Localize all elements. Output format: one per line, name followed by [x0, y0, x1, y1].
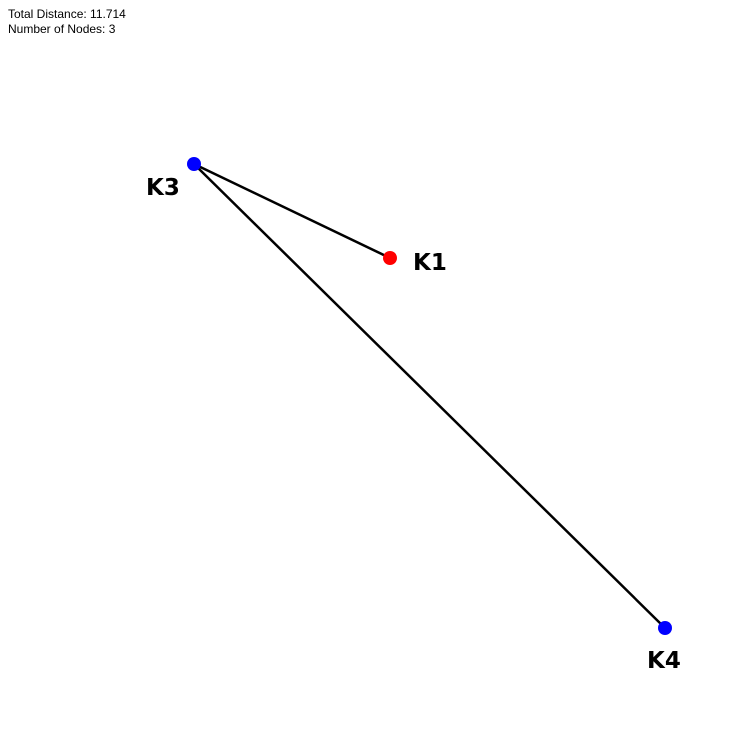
node-k1 [383, 251, 397, 265]
edge-k3-k1 [193, 162, 391, 260]
node-count-text: Number of Nodes: 3 [8, 22, 116, 36]
node-label-k1: K1 [413, 250, 447, 276]
edges-layer [193, 162, 666, 629]
stats-panel: Total Distance: 11.714 Number of Nodes: … [8, 7, 126, 37]
edge-k3-k4 [193, 163, 666, 629]
nodes-layer [187, 157, 672, 635]
node-label-k3: K3 [146, 175, 180, 201]
total-distance-text: Total Distance: 11.714 [8, 7, 126, 21]
node-k4 [658, 621, 672, 635]
node-label-k4: K4 [647, 648, 681, 674]
node-k3 [187, 157, 201, 171]
